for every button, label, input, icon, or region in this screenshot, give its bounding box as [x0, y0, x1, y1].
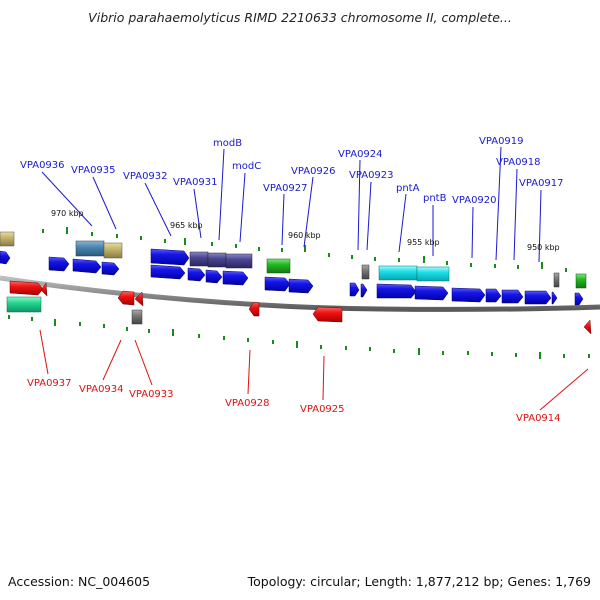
- kbp-label: 965 kbp: [170, 221, 203, 230]
- outer-gene-ring: [0, 231, 587, 289]
- reverse-colored-ring: [6, 296, 143, 325]
- gene-label: VPA0928: [225, 398, 270, 409]
- gene-arrow: [72, 258, 102, 274]
- gene-label: pntB: [423, 193, 447, 204]
- gene-box: [378, 265, 418, 281]
- forward-gene-ring: [0, 250, 584, 306]
- gene-arrow: [551, 291, 558, 305]
- gene-label: VPA0926: [291, 166, 336, 177]
- gene-box: [207, 252, 227, 268]
- gene-box: [225, 253, 253, 269]
- gene-arrow: [583, 319, 592, 335]
- gene-box: [103, 242, 123, 259]
- gene-labels-top: VPA0936 VPA0935 VPA0932 VPA0931 modB mod…: [20, 136, 564, 206]
- gene-arrow: [0, 250, 11, 265]
- gene-label: VPA0935: [71, 165, 116, 176]
- gene-arrow: [150, 264, 186, 280]
- gene-label: VPA0933: [129, 389, 174, 400]
- gene-box: [416, 266, 450, 282]
- gene-box: [189, 251, 209, 267]
- chromosome-backbone: [0, 275, 600, 312]
- gene-box: [553, 272, 560, 288]
- gene-arrow: [376, 283, 417, 299]
- gene-label: VPA0919: [479, 136, 524, 147]
- gene-arrow: [134, 291, 144, 307]
- leader-lines-top: [41, 146, 542, 263]
- gene-arrow: [48, 256, 70, 272]
- leader-lines-bottom: [39, 329, 589, 411]
- accession-text: Accession: NC_004605: [8, 574, 151, 589]
- gene-label: VPA0918: [496, 157, 541, 168]
- gene-arrow: [360, 283, 368, 298]
- gene-arrow: [349, 282, 360, 297]
- kbp-label: 970 kbp: [51, 209, 84, 218]
- gene-label: VPA0937: [27, 378, 72, 389]
- gene-arrow: [524, 290, 552, 305]
- gene-arrow: [101, 261, 120, 276]
- gene-label: VPA0925: [300, 404, 345, 415]
- gene-box: [0, 231, 15, 247]
- kbp-label: 955 kbp: [407, 238, 440, 247]
- gene-arrow: [485, 288, 502, 303]
- gene-label: VPA0920: [452, 195, 497, 206]
- genome-summary-text: Topology: circular; Length: 1,877,212 bp…: [247, 574, 591, 589]
- gene-label: VPA0927: [263, 183, 308, 194]
- kbp-label: 950 kbp: [527, 243, 560, 252]
- gene-label: pntA: [396, 183, 420, 194]
- gene-box: [266, 258, 291, 274]
- gene-arrow: [264, 276, 291, 292]
- gene-label: VPA0917: [519, 178, 564, 189]
- gene-label: VPA0914: [516, 413, 561, 424]
- gene-box: [131, 309, 143, 325]
- gene-arrow: [288, 278, 314, 294]
- gene-arrow: [574, 292, 584, 306]
- gene-arrow: [117, 290, 135, 306]
- gene-label: modC: [232, 161, 261, 172]
- gene-label: modB: [213, 138, 242, 149]
- gene-arrow: [205, 269, 223, 284]
- gene-arrow: [40, 282, 48, 297]
- gene-arrow: [414, 285, 449, 301]
- gene-label: VPA0934: [79, 384, 124, 395]
- gene-labels-bottom: VPA0937 VPA0934 VPA0933 VPA0928 VPA0925 …: [27, 378, 561, 424]
- map-title: Vibrio parahaemolyticus RIMD 2210633 chr…: [88, 10, 512, 25]
- gene-arrow: [312, 306, 343, 323]
- gene-label: VPA0923: [349, 170, 394, 181]
- kbp-labels: 970 kbp 965 kbp 960 kbp 955 kbp 950 kbp: [51, 209, 560, 252]
- gene-arrow: [501, 289, 524, 304]
- gene-box: [75, 240, 105, 257]
- gene-box: [575, 273, 587, 289]
- gene-label: VPA0932: [123, 171, 168, 182]
- gene-label: VPA0931: [173, 177, 218, 188]
- gene-arrow: [451, 287, 486, 303]
- kbp-label: 960 kbp: [288, 231, 321, 240]
- gene-arrow: [222, 270, 249, 286]
- scale-ticks: [8, 227, 590, 359]
- gene-box: [6, 296, 42, 313]
- gene-arrow: [150, 248, 190, 266]
- gene-arrow: [248, 301, 260, 317]
- reverse-gene-ring: [9, 280, 592, 335]
- gene-arrow: [187, 267, 206, 282]
- gene-arrow: [9, 280, 44, 296]
- gene-box: [361, 264, 370, 280]
- gene-label: VPA0924: [338, 149, 383, 160]
- gene-label: VPA0936: [20, 160, 65, 171]
